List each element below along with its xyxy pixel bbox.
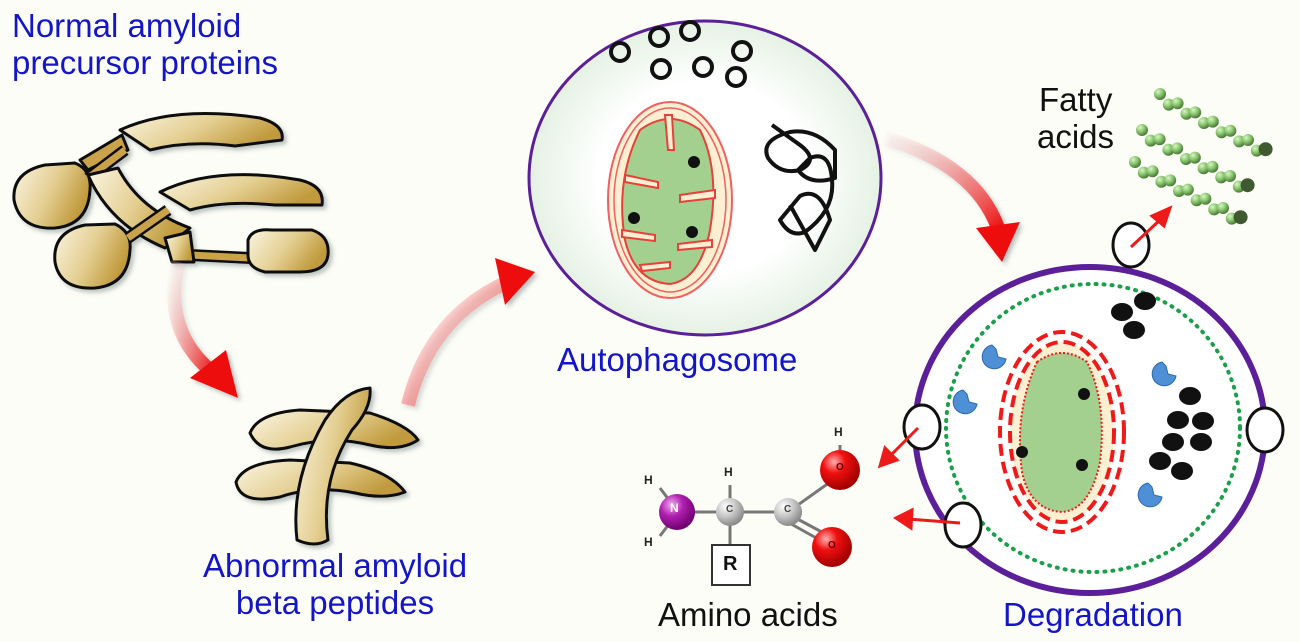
fatty-acid-atom <box>1173 185 1185 197</box>
fatty-acid-atom <box>1206 115 1219 128</box>
atom-n: N <box>670 501 679 515</box>
label-fatty-line2: acids <box>1037 117 1115 155</box>
fatty-acid-atom <box>1146 165 1159 178</box>
fatty-acid-atom <box>1190 194 1203 207</box>
atom-c-alpha: C <box>726 504 734 515</box>
small-vesicles <box>609 20 753 88</box>
label-abeta-line2: beta peptides <box>235 583 435 621</box>
atom-h-1: H <box>644 473 653 487</box>
atom-o-carbonyl: O <box>828 540 836 551</box>
fatty-acid-atom <box>1199 192 1212 205</box>
label-normal-app-line2: precursor proteins <box>12 43 278 81</box>
label-degradation: Degradation <box>1003 596 1183 633</box>
fatty-acid-atom <box>1189 106 1202 119</box>
fatty-acid-atom <box>1217 202 1229 214</box>
arrow-abeta-to-autophagosome <box>401 258 535 407</box>
fatty-acid-atom <box>1153 133 1166 146</box>
abeta-peptide-cluster <box>234 386 420 546</box>
r-group: R <box>723 553 738 575</box>
fatty-acid-atom <box>1215 126 1228 139</box>
fatty-acid-atom <box>1224 170 1236 182</box>
fatty-acid-atom <box>1162 143 1175 156</box>
autophagosome <box>527 19 883 337</box>
fatty-acid-atom <box>1206 160 1219 173</box>
arrow-app-to-abeta <box>167 260 238 398</box>
tangled-protein <box>764 123 837 252</box>
fatty-acid-atom <box>1136 124 1148 136</box>
fatty-acid-atom <box>1224 124 1237 137</box>
fatty-acid-atom <box>1197 162 1210 175</box>
fatty-acid-atom <box>1180 107 1193 120</box>
fatty-acid-atom <box>1258 142 1273 157</box>
fatty-acid-atom <box>1208 203 1221 216</box>
lysosomal-enzymes <box>952 344 1177 508</box>
label-amino-acids: Amino acids <box>658 596 838 633</box>
export-arrows <box>877 205 1173 531</box>
membrane-transporters <box>902 221 1285 549</box>
fatty-acid-atom <box>1242 134 1254 146</box>
fatty-acid-atom <box>1180 153 1192 165</box>
fatty-acid-atom <box>1215 171 1228 184</box>
fatty-acid-atom <box>1164 174 1177 187</box>
label-autophagosome: Autophagosome <box>557 341 798 378</box>
label-normal-app: Normal amyloid precursor proteins <box>12 7 278 82</box>
fatty-acid-chain <box>1136 124 1255 193</box>
degraded-particles <box>1111 292 1214 480</box>
fatty-acid-atom <box>1162 98 1175 111</box>
fatty-acid-atom <box>1240 178 1255 193</box>
mitochondrion <box>607 101 733 299</box>
arrow-autophagosome-to-degradation <box>882 131 1020 262</box>
fatty-acid-atom <box>1155 175 1168 188</box>
fatty-acid-atom <box>1129 156 1141 168</box>
label-abeta-line1: Abnormal amyloid <box>202 547 468 584</box>
atom-h-4: H <box>834 425 843 439</box>
fatty-acid-chain <box>1154 88 1273 157</box>
autolysosome <box>877 205 1285 596</box>
fatty-acid-atom <box>1198 117 1210 129</box>
fatty-acid-chains <box>1129 88 1273 225</box>
fatty-acid-atom <box>1188 151 1201 164</box>
fatty-acid-atom <box>1154 88 1166 100</box>
fatty-acid-atom <box>1233 135 1246 148</box>
label-abeta: Abnormal amyloid beta peptides <box>180 547 490 622</box>
degrading-mitochondrion <box>998 330 1126 534</box>
fatty-acid-atom <box>1137 166 1150 179</box>
label-fatty-line1: Fatty <box>1039 81 1113 118</box>
fatty-acid-atom <box>1171 142 1184 155</box>
fatty-acid-atom <box>1144 134 1157 147</box>
atom-h-2: H <box>644 535 653 549</box>
amino-acid-molecule <box>658 445 860 586</box>
label-fatty-acids: Fatty acids <box>1037 81 1115 156</box>
atom-c-carboxyl: C <box>784 504 792 515</box>
atom-h-3: H <box>724 465 733 479</box>
fatty-acid-atom <box>1181 183 1194 196</box>
fatty-acid-atom <box>1233 210 1248 225</box>
label-normal-app-line1: Normal amyloid <box>12 7 242 44</box>
fatty-acid-atom <box>1171 97 1184 110</box>
fatty-acid-chain <box>1129 156 1248 225</box>
app-protein-cluster <box>12 112 330 290</box>
atom-o-hydroxyl: O <box>836 462 844 473</box>
